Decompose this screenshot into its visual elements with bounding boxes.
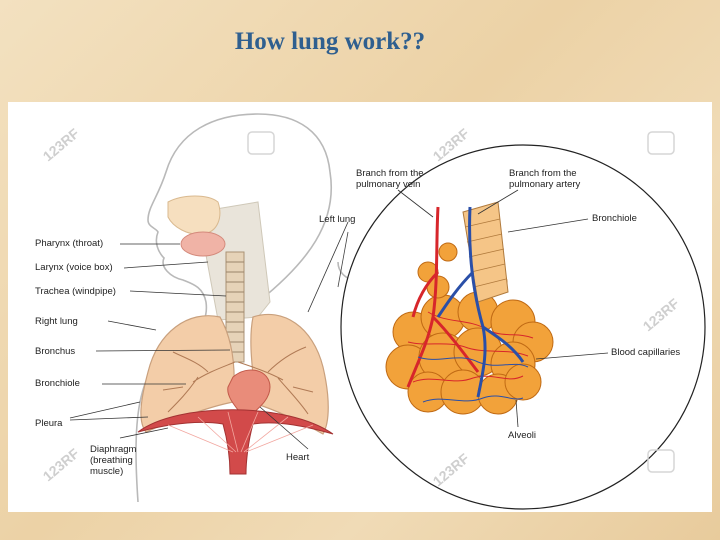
- label-artery-1: Branch from the: [509, 168, 577, 179]
- label-diaphragm-1: Diaphragm: [90, 444, 136, 455]
- label-pharynx: Pharynx (throat): [35, 238, 103, 249]
- label-blood-capillaries: Blood capillaries: [611, 347, 680, 358]
- camera-icon: [248, 132, 274, 154]
- nasal-cavity: [168, 196, 220, 234]
- label-pleura: Pleura: [35, 418, 62, 429]
- label-artery-2: pulmonary artery: [509, 179, 580, 190]
- label-right-lung: Right lung: [35, 316, 78, 327]
- slide-title: How lung work??: [0, 28, 660, 56]
- label-alveoli: Alveoli: [508, 430, 536, 441]
- label-trachea: Trachea (windpipe): [35, 286, 116, 297]
- lung-diagram-panel: 123RF 123RF 123RF 123RF 123RF Pharynx (t…: [8, 102, 712, 512]
- label-vein-2: pulmonary vein: [356, 179, 420, 190]
- label-vein-1: Branch from the: [356, 168, 424, 179]
- label-larynx: Larynx (voice box): [35, 262, 113, 273]
- label-diaphragm-3: muscle): [90, 466, 123, 477]
- watermark: 123RF: [40, 125, 83, 165]
- label-bronchiole-right: Bronchiole: [592, 213, 637, 224]
- label-diaphragm-2: (breathing: [90, 455, 133, 466]
- label-left-lung: Left lung: [319, 214, 355, 225]
- label-bronchus: Bronchus: [35, 346, 75, 357]
- label-heart: Heart: [286, 452, 309, 463]
- label-bronchiole-left: Bronchiole: [35, 378, 80, 389]
- camera-icon: [648, 132, 674, 154]
- watermark: 123RF: [40, 445, 83, 485]
- tongue: [181, 232, 225, 256]
